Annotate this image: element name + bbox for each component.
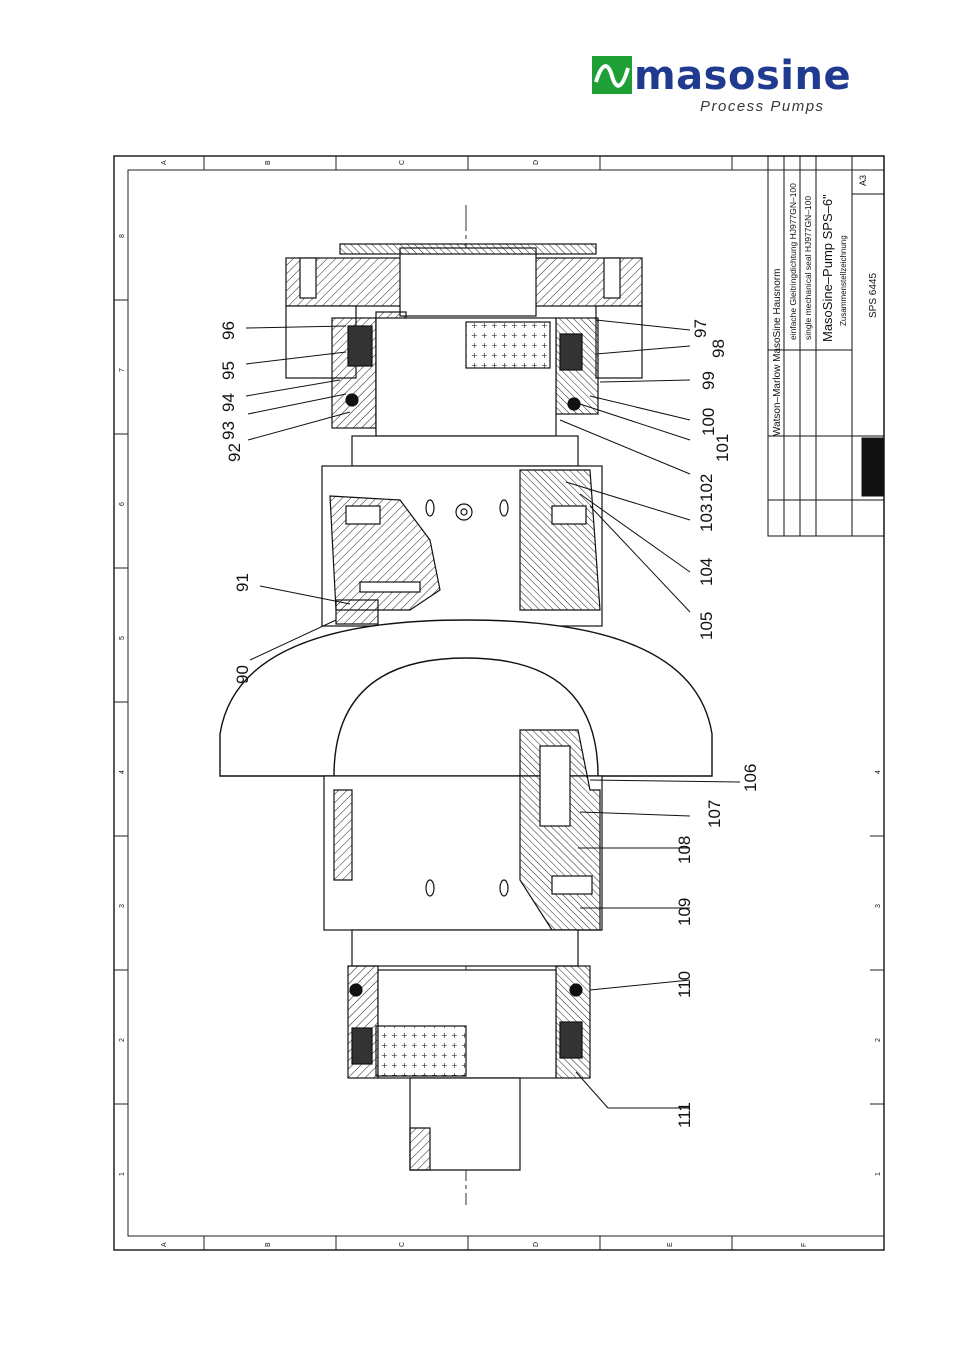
zone-number: 4 <box>119 770 126 774</box>
zone-number: 4 <box>875 770 882 774</box>
sheet-size: A3 <box>858 175 868 186</box>
callout-105: 105 <box>697 612 716 640</box>
title-block <box>767 155 885 537</box>
wave-logo-icon <box>592 56 632 94</box>
top-flange <box>285 243 643 433</box>
zone-number: 5 <box>119 636 126 640</box>
logo-subtitle: Process Pumps <box>700 98 825 115</box>
callout-108: 108 <box>675 836 694 864</box>
callout-103: 103 <box>697 504 716 532</box>
zone-letter: A <box>161 160 168 165</box>
zone-number: 3 <box>119 904 126 908</box>
drawing-number: SPS 6445 <box>868 273 879 318</box>
callout-109: 109 <box>675 898 694 926</box>
zone-numbers-left: 8 7 6 5 4 3 2 1 <box>119 234 126 1176</box>
sheet-frame <box>113 155 885 1251</box>
description-en: single mechanical seal HJ977GN–100 <box>803 196 813 340</box>
logo-name: masosine <box>634 53 852 99</box>
callout-92: 92 <box>225 443 244 462</box>
zone-letter: D <box>533 1242 540 1247</box>
zone-letter: A <box>161 1242 168 1247</box>
callouts-left: 96 95 94 93 92 91 90 <box>219 321 252 684</box>
callout-97: 97 <box>691 319 710 338</box>
lower-body <box>323 729 603 967</box>
callout-91: 91 <box>233 573 252 592</box>
upper-body <box>321 435 603 627</box>
callout-96: 96 <box>219 321 238 340</box>
callout-100: 100 <box>699 408 718 436</box>
zone-number: 1 <box>875 1172 882 1176</box>
callout-99: 99 <box>699 371 718 390</box>
shaft-top <box>375 317 561 492</box>
zone-number: 7 <box>119 368 126 372</box>
standard-label: Watson–Marlow MasoSine Hausnorm <box>772 269 783 436</box>
callouts-right: 97 98 99 100 101 102 103 104 105 106 107… <box>675 319 760 1128</box>
zone-letter: E <box>667 1242 674 1247</box>
callout-102: 102 <box>697 474 716 502</box>
zone-letters-top: A B C D <box>161 160 540 165</box>
zone-letter: B <box>265 160 272 165</box>
zone-letters-bottom: A B C D E F <box>161 1242 808 1247</box>
masosine-logo: masosine Process Pumps <box>592 54 852 120</box>
leader-lines <box>245 319 741 1109</box>
zone-number: 8 <box>119 234 126 238</box>
zone-letter: D <box>533 160 540 165</box>
callout-104: 104 <box>697 558 716 586</box>
zone-number: 1 <box>119 1172 126 1176</box>
callout-93: 93 <box>219 421 238 440</box>
zone-letter: C <box>399 1242 406 1247</box>
description-de: einfache Gleitringdichtung HJ977GN–100 <box>788 183 798 340</box>
callout-95: 95 <box>219 361 238 380</box>
callout-90: 90 <box>233 665 252 684</box>
callout-98: 98 <box>709 339 728 358</box>
zone-number: 6 <box>119 502 126 506</box>
zone-letter: B <box>265 1242 272 1247</box>
rotor-disc <box>219 619 713 777</box>
zone-number: 2 <box>119 1038 126 1042</box>
zone-number: 3 <box>875 904 882 908</box>
callout-106: 106 <box>741 764 760 792</box>
zone-number: 2 <box>875 1038 882 1042</box>
callout-94: 94 <box>219 393 238 412</box>
title-block-text: Watson–Marlow MasoSine Hausnorm einfache… <box>772 175 879 436</box>
callout-101: 101 <box>713 434 732 462</box>
zone-letter: C <box>399 160 406 165</box>
callout-110: 110 <box>675 971 694 998</box>
callout-107: 107 <box>705 800 724 828</box>
lower-seal <box>347 965 591 1171</box>
callout-111: 111 <box>675 1102 694 1128</box>
drawing-subtitle: Zusammenstellzeichnung <box>839 235 848 326</box>
zone-letter: F <box>801 1243 808 1247</box>
drawing-title: MasoSine–Pump SPS–6" <box>820 194 835 342</box>
zone-numbers-right: 4 3 2 1 <box>875 770 882 1176</box>
